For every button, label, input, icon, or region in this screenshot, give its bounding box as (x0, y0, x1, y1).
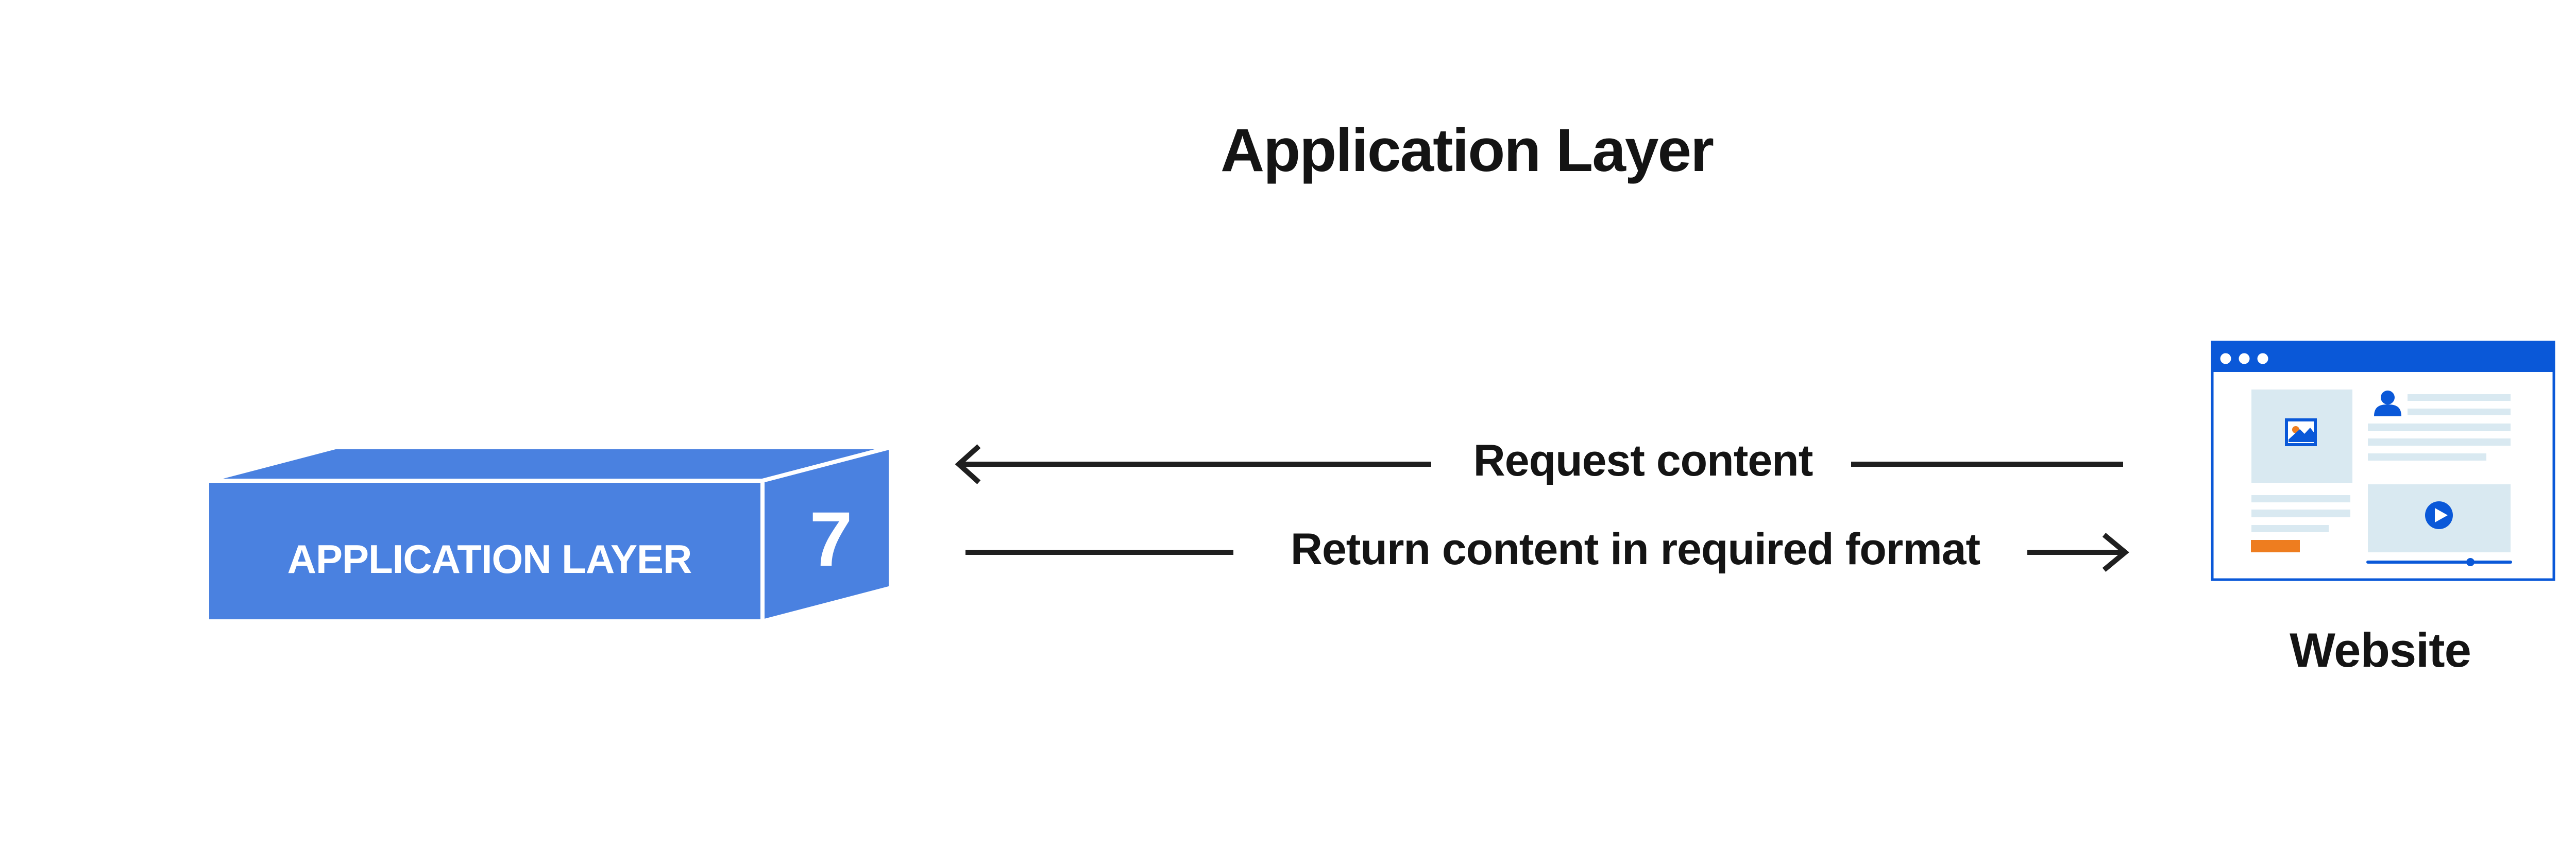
text-line (2368, 424, 2511, 431)
play-triangle (2435, 508, 2448, 522)
request-arrow-label: Request content (1473, 436, 1814, 485)
text-line (2368, 453, 2486, 461)
text-line (2251, 525, 2329, 532)
left-arrowhead-icon (955, 444, 981, 484)
box-layer-number: 7 (809, 496, 853, 582)
text-line (2251, 510, 2350, 517)
image-placeholder-icon (2285, 418, 2317, 446)
website-label: Website (2290, 623, 2471, 677)
request-flow-arrow (955, 444, 2123, 484)
box-label: APPLICATION LAYER (287, 536, 692, 582)
box-front-face (205, 479, 765, 623)
text-line (2408, 409, 2511, 415)
application-layer-box (205, 444, 893, 624)
text-line (2408, 394, 2511, 401)
user-head (2381, 391, 2395, 404)
user-shoulders (2374, 404, 2401, 416)
progress-handle (2466, 558, 2475, 566)
return-arrow-label: Return content in required format (1290, 524, 1980, 574)
window-control-dot (2257, 353, 2268, 364)
window-control-dot (2220, 353, 2231, 364)
return-flow-arrow (965, 533, 2129, 572)
browser-header-bar (2211, 341, 2555, 372)
user-icon (2374, 391, 2401, 416)
website-browser-icon (2211, 341, 2555, 581)
text-line (2251, 495, 2350, 502)
video-progress-bar (2366, 558, 2512, 566)
cta-button-shape (2251, 540, 2300, 552)
page-title: Application Layer (1220, 116, 1714, 184)
right-arrowhead-icon (2102, 533, 2129, 572)
text-line (2368, 438, 2511, 446)
mountains-shape (2289, 428, 2314, 442)
play-icon (2425, 501, 2453, 529)
window-control-dot (2239, 353, 2250, 364)
